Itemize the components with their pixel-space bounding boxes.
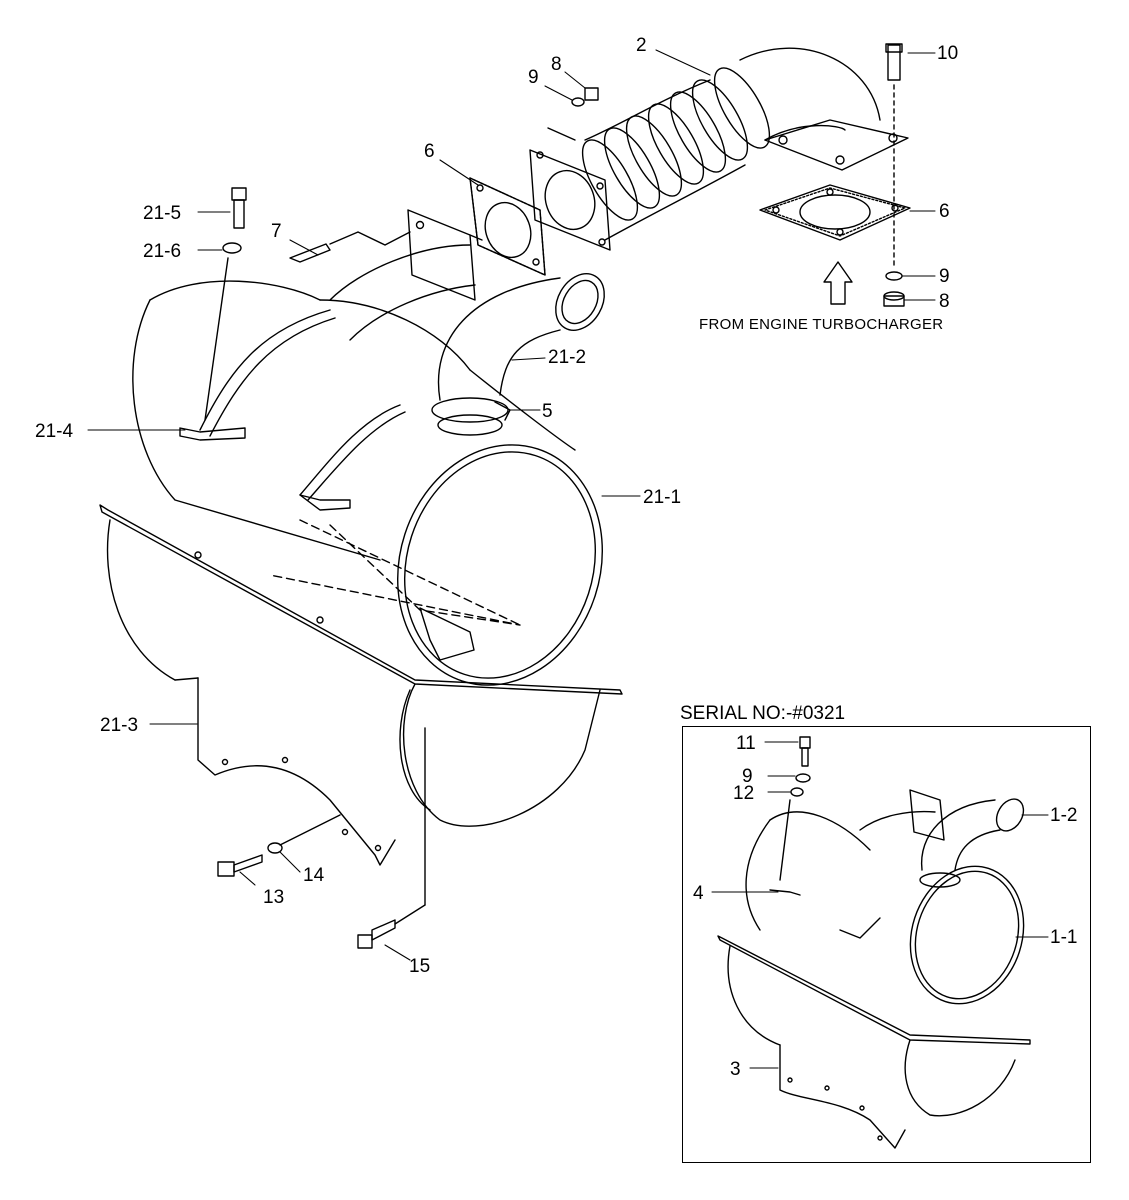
turbo-gasket: [759, 184, 911, 241]
callout-14: 14: [303, 865, 325, 886]
inset-title: SERIAL NO:-#0321: [680, 703, 846, 724]
callout-21-6: 21-6: [143, 241, 182, 262]
callout-2: 2: [636, 35, 647, 56]
tail-pipe: [431, 273, 605, 436]
flex-pipe: [329, 47, 909, 341]
callout-21-2: 21-2: [548, 347, 587, 368]
callout-21-1: 21-1: [643, 487, 682, 508]
inset-frame: [682, 726, 1091, 1163]
callout-6-left: 6: [424, 141, 435, 162]
inset-callout-4: 4: [693, 883, 704, 904]
callout-15: 15: [409, 956, 431, 977]
callout-6-right: 6: [939, 201, 950, 222]
callout-21-4: 21-4: [35, 421, 74, 442]
inset-callout-12: 12: [733, 783, 755, 804]
muffler-body: [132, 280, 604, 686]
inset-leader-lines: [711, 741, 1049, 1069]
inset-callout-9: 9: [742, 766, 753, 787]
fasteners: [204, 43, 905, 949]
callout-8-top: 8: [551, 54, 562, 75]
callout-21-5: 21-5: [143, 203, 182, 224]
inset-drawing: [717, 736, 1031, 1149]
callout-9-top: 9: [528, 67, 539, 88]
from-turbo-arrow: [823, 261, 853, 305]
inset-callout-3: 3: [730, 1059, 741, 1080]
callout-8-right: 8: [939, 291, 950, 312]
callout-7: 7: [271, 221, 282, 242]
leader-lines: [87, 49, 936, 961]
callout-21-3: 21-3: [100, 715, 139, 736]
from-turbo-note: FROM ENGINE TURBOCHARGER: [699, 316, 944, 333]
callout-10: 10: [937, 43, 959, 64]
callout-13: 13: [263, 887, 285, 908]
callout-5: 5: [542, 401, 553, 422]
callout-9-right: 9: [939, 266, 950, 287]
inset-callout-1-2: 1-2: [1050, 805, 1078, 826]
heat-shield: [99, 504, 623, 906]
inset-callout-1-1: 1-1: [1050, 927, 1078, 948]
inset-callout-11: 11: [736, 733, 756, 754]
